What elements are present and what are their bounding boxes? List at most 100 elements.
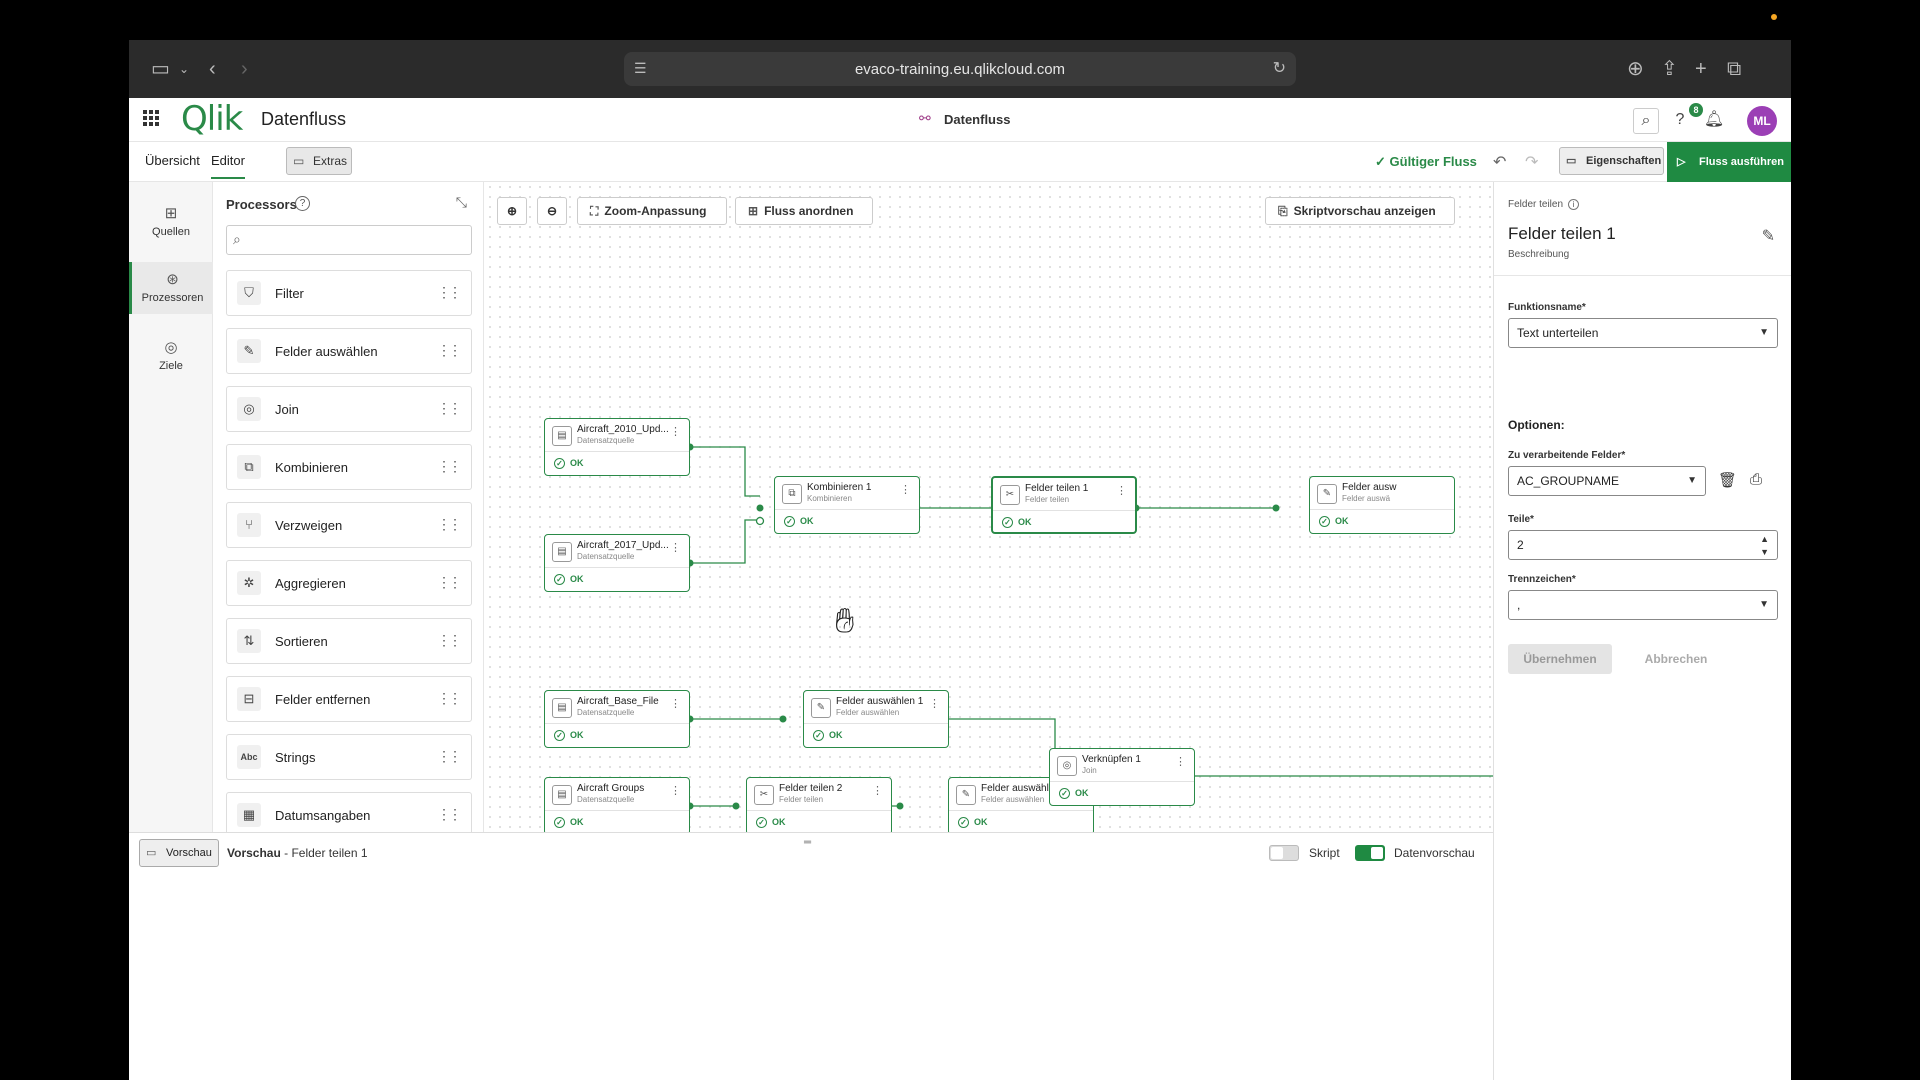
address-bar[interactable]: ☰ evaco-training.eu.qlikcloud.com ↻	[624, 52, 1296, 86]
trash-icon[interactable]: 🗑︎	[1718, 472, 1738, 489]
page-menu-icon[interactable]: ☰	[634, 60, 647, 76]
preview-button[interactable]: ▭ Vorschau	[139, 839, 219, 867]
drag-handle-icon[interactable]: ⋮⋮	[437, 690, 462, 706]
dataflow-icon: ⚯	[919, 110, 931, 126]
app-launcher-icon[interactable]	[143, 110, 159, 126]
info-icon[interactable]: i	[1568, 199, 1580, 210]
parts-stepper[interactable]: 2 ▲▼	[1508, 530, 1778, 560]
data-preview-toggle[interactable]	[1355, 845, 1385, 861]
share-icon[interactable]: ⇪	[1661, 58, 1678, 80]
download-icon[interactable]: ⊕	[1627, 58, 1644, 80]
back-icon[interactable]: ‹	[209, 58, 216, 80]
flow-node[interactable]: ▤ Aircraft_Base_File Datensatzquelle ⋮ ✓…	[544, 690, 690, 748]
processor-item-strings[interactable]: Abc Strings ⋮⋮	[226, 734, 472, 780]
processor-item-join[interactable]: ◎ Join ⋮⋮	[226, 386, 472, 432]
processor-item-combine[interactable]: ⧉ Kombinieren ⋮⋮	[226, 444, 472, 490]
run-flow-button[interactable]: ▷ Fluss ausführen	[1667, 142, 1791, 182]
node-menu-icon[interactable]: ⋮	[872, 785, 883, 797]
node-menu-icon[interactable]: ⋮	[900, 484, 911, 496]
resize-handle-icon[interactable]: ═	[804, 837, 812, 848]
forward-icon[interactable]: ›	[241, 58, 248, 80]
processor-item-split[interactable]: ⑂ Verzweigen ⋮⋮	[226, 502, 472, 548]
node-menu-icon[interactable]: ⋮	[670, 698, 681, 710]
rail-item-targets[interactable]: ◎ Ziele	[129, 330, 213, 382]
flow-node[interactable]: ▤ Aircraft_2010_Upd... Datensatzquelle ⋮…	[544, 418, 690, 476]
fields-select[interactable]: AC_GROUPNAME ▼	[1508, 466, 1706, 496]
select-fields-icon: ✎	[811, 698, 831, 718]
node-subtitle: Felder auswä	[1342, 494, 1391, 503]
tab-editor[interactable]: Editor	[211, 153, 245, 179]
extras-button[interactable]: ▭ Extras	[286, 147, 352, 175]
preview-title-bold: Vorschau	[227, 846, 281, 860]
flow-node[interactable]: ◎ Verknüpfen 1 Join ⋮ ✓OK	[1049, 748, 1195, 806]
flow-node-selected[interactable]: ✂ Felder teilen 1 Felder teilen ⋮ ✓OK	[991, 476, 1137, 534]
field-picker-icon[interactable]: ⎙	[1750, 471, 1763, 488]
preview-title-rest: - Felder teilen 1	[280, 846, 368, 860]
node-menu-icon[interactable]: ⋮	[929, 698, 940, 710]
search-icon[interactable]: ⌕	[1633, 108, 1659, 134]
undo-icon[interactable]: ↶	[1493, 154, 1507, 171]
flow-node[interactable]: ▤ Aircraft_2017_Upd... Datensatzquelle ⋮…	[544, 534, 690, 592]
rail-item-label: Prozessoren	[141, 292, 204, 304]
flow-node[interactable]: ✎ Felder ausw Felder auswä ✓OK	[1309, 476, 1455, 534]
redo-icon[interactable]: ↷	[1525, 154, 1539, 171]
node-subtitle: Felder auswählen	[981, 795, 1045, 804]
chevron-down-icon[interactable]: ⌄	[179, 62, 190, 76]
help-icon[interactable]: ?	[295, 196, 310, 211]
drag-handle-icon[interactable]: ⋮⋮	[437, 574, 462, 590]
processor-item-sort[interactable]: ⇅ Sortieren ⋮⋮	[226, 618, 472, 664]
flow-node[interactable]: ⧉ Kombinieren 1 Kombinieren ⋮ ✓OK	[774, 476, 920, 534]
node-menu-icon[interactable]: ⋮	[1116, 485, 1127, 497]
new-tab-icon[interactable]: +	[1695, 58, 1707, 80]
drag-handle-icon[interactable]: ⋮⋮	[437, 342, 462, 358]
node-subtitle: Felder auswählen	[836, 708, 900, 717]
drag-handle-icon[interactable]: ⋮⋮	[437, 632, 462, 648]
stepper-arrows-icon[interactable]: ▲▼	[1760, 534, 1769, 557]
rail-item-sources[interactable]: ⊞ Quellen	[129, 196, 213, 248]
drag-handle-icon[interactable]: ⋮⋮	[437, 806, 462, 822]
bell-icon[interactable]: 🔔︎	[1703, 111, 1725, 128]
cancel-button[interactable]: Abbrechen	[1644, 652, 1708, 666]
help-icon[interactable]: ?	[1675, 111, 1685, 128]
node-menu-icon[interactable]: ⋮	[1175, 756, 1186, 768]
rail-item-processors[interactable]: ⊛ Prozessoren	[129, 262, 213, 314]
edit-pencil-icon[interactable]: ✎	[1761, 228, 1775, 245]
drag-handle-icon[interactable]: ⋮⋮	[437, 458, 462, 474]
processor-item-select-fields[interactable]: ✎ Felder auswählen ⋮⋮	[226, 328, 472, 374]
drag-handle-icon[interactable]: ⋮⋮	[437, 400, 462, 416]
reload-icon[interactable]: ↻	[1272, 60, 1286, 77]
processor-search-input[interactable]: ⌕	[226, 225, 472, 255]
node-menu-icon[interactable]: ⋮	[670, 542, 681, 554]
collapse-icon[interactable]: ⤡	[455, 194, 467, 210]
drag-handle-icon[interactable]: ⋮⋮	[437, 284, 462, 300]
tabs-overview-icon[interactable]: ⧉	[1727, 58, 1742, 80]
check-icon: ✓	[554, 730, 565, 741]
avatar[interactable]: ML	[1747, 106, 1777, 136]
drag-handle-icon[interactable]: ⋮⋮	[437, 516, 462, 532]
zoom-in-button[interactable]: ⊕	[497, 197, 527, 225]
script-preview-button[interactable]: ⎘Skriptvorschau anzeigen	[1265, 197, 1455, 225]
arrange-flow-button[interactable]: ⊞Fluss anordnen	[735, 197, 873, 225]
processor-item-aggregate[interactable]: ✲ Aggregieren ⋮⋮	[226, 560, 472, 606]
valid-flow-status[interactable]: ✓ Gültiger Fluss	[1375, 154, 1477, 170]
flow-node[interactable]: ✎ Felder auswählen 1 Felder auswählen ⋮ …	[803, 690, 949, 748]
apply-button[interactable]: Übernehmen	[1508, 644, 1612, 674]
properties-button[interactable]: ▭ Eigenschaften	[1559, 147, 1664, 175]
flow-canvas[interactable]: ⊕ ⊖ ⛶Zoom-Anpassung ⊞Fluss anordnen ⎘Skr…	[485, 182, 1493, 832]
processor-item-filter[interactable]: ⛉ Filter ⋮⋮	[226, 270, 472, 316]
port	[756, 504, 764, 512]
processor-item-remove-fields[interactable]: ⊟ Felder entfernen ⋮⋮	[226, 676, 472, 722]
node-menu-icon[interactable]: ⋮	[670, 426, 681, 438]
sidebar-toggle-icon[interactable]: ▭	[151, 58, 170, 80]
zoom-fit-button[interactable]: ⛶Zoom-Anpassung	[577, 197, 727, 225]
flow-node[interactable]: ✂ Felder teilen 2 Felder teilen ⋮ ✓OK	[746, 777, 892, 832]
separator-select[interactable]: , ▼	[1508, 590, 1778, 620]
function-name-select[interactable]: Text unterteilen ▼	[1508, 318, 1778, 348]
flow-node[interactable]: ▤ Aircraft Groups Datensatzquelle ⋮ ✓OK	[544, 777, 690, 832]
tab-overview[interactable]: Übersicht	[145, 153, 200, 168]
zoom-out-button[interactable]: ⊖	[537, 197, 567, 225]
node-menu-icon[interactable]: ⋮	[670, 785, 681, 797]
drag-handle-icon[interactable]: ⋮⋮	[437, 748, 462, 764]
processor-item-dates[interactable]: ▦ Datumsangaben ⋮⋮	[226, 792, 472, 832]
script-toggle[interactable]	[1269, 845, 1299, 861]
